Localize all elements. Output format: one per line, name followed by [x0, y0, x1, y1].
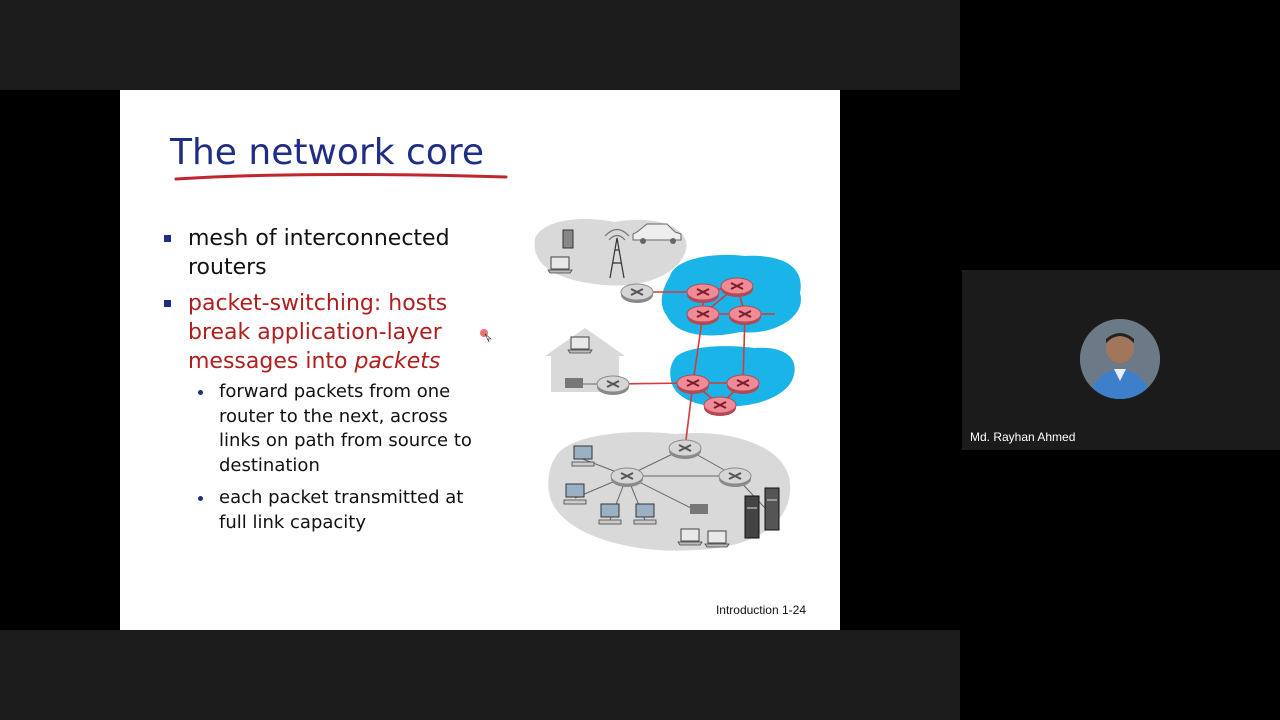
square-bullet-icon: [164, 300, 171, 307]
person-icon: [1080, 319, 1160, 399]
router-icon: [720, 277, 754, 298]
laptop-icon: [704, 530, 730, 548]
title-underline: [174, 173, 508, 181]
router-icon: [728, 305, 762, 326]
router-icon: [726, 374, 760, 395]
laptop-icon: [567, 336, 593, 354]
letterbox-top: [0, 0, 960, 90]
sub-bullet-item: forward packets from one router to the n…: [188, 380, 494, 478]
desktop-icon: [633, 503, 657, 525]
router-icon: [610, 467, 644, 488]
avatar: [1080, 319, 1160, 399]
bullet-text: mesh of interconnected routers: [188, 226, 450, 280]
router-icon: [703, 396, 737, 417]
router-icon: [668, 439, 702, 460]
desktop-icon: [571, 445, 595, 467]
wifi-router-icon: [690, 504, 708, 514]
participant-video-tile[interactable]: Md. Rayhan Ahmed: [962, 270, 1280, 450]
wifi-router-icon: [565, 378, 583, 388]
network-core-diagram: [534, 219, 801, 551]
desktop-icon: [598, 503, 622, 525]
phone-icon: [562, 229, 574, 249]
bullet-text: packet-switching: hosts break applicatio…: [188, 291, 448, 374]
router-icon: [718, 467, 752, 488]
cell-tower-icon: [604, 228, 630, 279]
router-icon: [620, 283, 654, 304]
dot-bullet-icon: [198, 390, 203, 395]
sub-bullet-item: each packet transmitted at full link cap…: [188, 486, 494, 535]
slide-footer: Introduction 1-24: [715, 603, 806, 617]
sub-bullet-text: each packet transmitted at full link cap…: [219, 487, 464, 533]
dot-bullet-icon: [198, 496, 203, 501]
presentation-slide: The network core mesh of interconnected …: [120, 90, 840, 630]
bullet-item: mesh of interconnected routers: [164, 224, 494, 282]
sub-bullet-list: forward packets from one router to the n…: [188, 380, 494, 535]
bullet-list: mesh of interconnected routers packet-sw…: [164, 224, 494, 543]
laptop-icon: [547, 256, 573, 274]
desktop-icon: [563, 483, 587, 505]
slide-title: The network core: [170, 132, 485, 173]
bullet-item: packet-switching: hosts break applicatio…: [164, 289, 494, 535]
router-icon: [596, 375, 630, 396]
participant-name: Md. Rayhan Ahmed: [970, 430, 1076, 444]
square-bullet-icon: [164, 235, 171, 242]
letterbox-bottom: [0, 630, 960, 720]
car-icon: [632, 223, 682, 244]
router-icon: [686, 305, 720, 326]
router-icon: [686, 283, 720, 304]
server-icon: [744, 487, 780, 539]
router-icon: [676, 374, 710, 395]
sub-bullet-text: forward packets from one router to the n…: [219, 381, 472, 476]
laptop-icon: [677, 528, 703, 546]
bullet-emphasis: packets: [354, 349, 441, 374]
laser-pointer-icon: [480, 329, 492, 342]
